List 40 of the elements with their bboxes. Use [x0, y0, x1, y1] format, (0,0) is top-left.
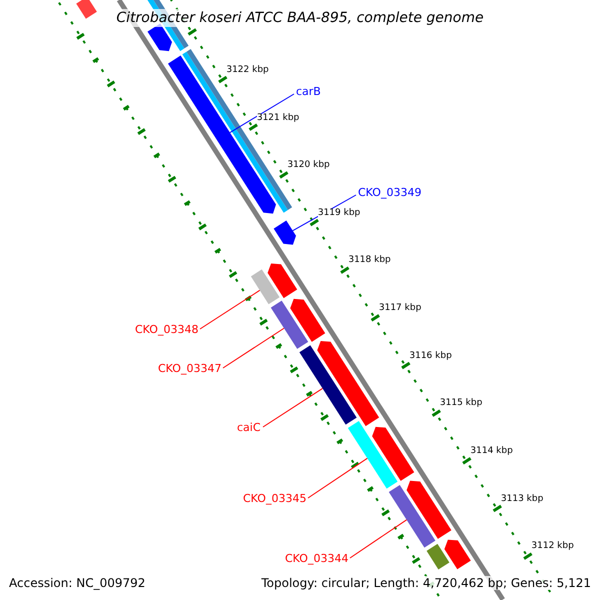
gene-feature: [270, 300, 308, 349]
leader-line: [262, 388, 324, 428]
gene-feature: [372, 426, 414, 481]
tick-label: 3115 kbp: [440, 399, 482, 408]
gene-feature: [274, 220, 296, 245]
gene-label: caiC: [237, 422, 261, 432]
gene-feature: [268, 264, 298, 298]
tick-label: 3120 kbp: [287, 161, 330, 170]
tick-label: 3118 kbp: [348, 256, 391, 266]
tick-label: 3119 kbp: [318, 208, 360, 218]
tick-label: 3113 kbp: [500, 494, 544, 504]
genome-summary: Topology: circular; Length: 4,720,462 bp; Genes: 5,121: [259, 576, 593, 590]
gene-feature: [426, 544, 450, 570]
gene-feature: [388, 485, 436, 548]
leader-line: [308, 458, 368, 498]
leader-line: [200, 290, 260, 330]
gene-feature: [299, 345, 357, 425]
gene-feature: [406, 480, 452, 539]
leader-line: [350, 519, 408, 558]
gene-feature: [317, 341, 380, 426]
gene-feature: [76, 0, 97, 19]
tick-label: 3112 kbp: [531, 542, 574, 552]
tick-label: 3122 kbp: [226, 66, 269, 75]
gene-label: CKO_03349: [358, 186, 422, 198]
gene-label: CKO_03344: [285, 552, 348, 564]
gene-label: CKO_03348: [135, 324, 198, 334]
leader-line: [229, 94, 294, 134]
tick-label: 3116 kbp: [409, 352, 452, 361]
gene-label: carB: [296, 86, 321, 96]
tick-label: 3121 kbp: [256, 114, 300, 122]
gene-feature: [444, 540, 471, 570]
accession-text: Accession: NC_009792: [7, 576, 148, 590]
gene-label: CKO_03347: [158, 362, 222, 374]
gene-feature: [348, 421, 398, 489]
gene-feature: [250, 269, 280, 304]
tick-label: 3117 kbp: [378, 304, 422, 314]
gene-feature: [290, 298, 326, 342]
tick-label: 3114 kbp: [470, 447, 513, 456]
leader-line: [222, 328, 284, 368]
gene-label: CKO_03345: [243, 492, 306, 504]
